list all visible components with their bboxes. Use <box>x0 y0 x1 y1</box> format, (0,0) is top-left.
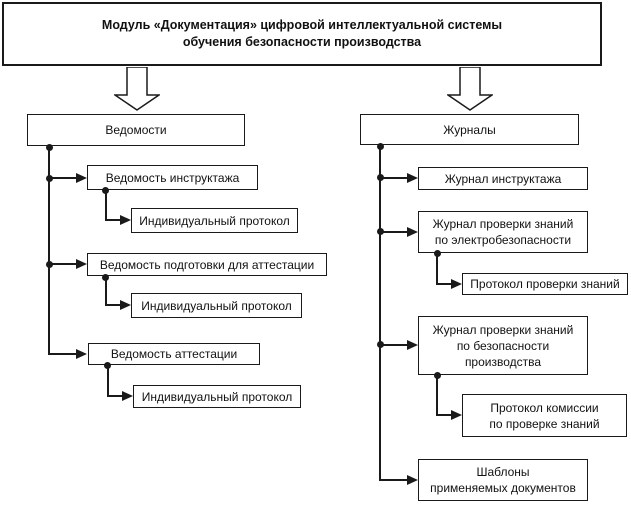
connector-line <box>105 276 107 306</box>
connector-line <box>379 344 407 346</box>
node-zhurnal-proverki-bezopasnosti: Журнал проверки знаний по безопасности п… <box>418 316 588 375</box>
arrowhead-icon <box>407 340 418 350</box>
node-vedomost-instruktazha: Ведомость инструктажа <box>87 165 258 190</box>
connector-line <box>436 253 438 284</box>
connector-line <box>436 283 451 285</box>
node-vedomost-attestacii: Ведомость аттестации <box>88 343 260 365</box>
arrowhead-icon <box>407 227 418 237</box>
down-block-arrow-icon <box>447 67 493 111</box>
node-zhurnaly: Журналы <box>360 114 579 145</box>
node-individualny-protokol-1: Индивидуальный протокол <box>131 208 298 233</box>
connector-line <box>105 190 107 221</box>
arrowhead-icon <box>76 349 87 359</box>
arrowhead-icon <box>451 410 462 420</box>
junction-dot <box>434 250 441 257</box>
node-vedomosti: Ведомости <box>27 114 245 146</box>
junction-dot <box>102 187 109 194</box>
junction-dot <box>46 175 53 182</box>
arrowhead-icon <box>120 215 131 225</box>
connector-line <box>436 414 451 416</box>
connector-line <box>107 395 122 397</box>
node-individualny-protokol-3: Индивидуальный протокол <box>133 385 301 408</box>
down-block-arrow-icon <box>114 67 160 111</box>
arrowhead-icon <box>120 300 131 310</box>
connector-line <box>105 304 121 306</box>
connector-line <box>379 479 407 481</box>
connector-line <box>379 145 381 481</box>
junction-dot <box>434 372 441 379</box>
connector-line <box>379 177 407 179</box>
connector-line <box>107 365 109 396</box>
connector-line <box>48 353 77 355</box>
arrowhead-icon <box>76 173 87 183</box>
connector-line <box>48 263 77 265</box>
junction-dot <box>104 362 111 369</box>
arrowhead-icon <box>76 259 87 269</box>
junction-dot <box>46 144 53 151</box>
arrowhead-icon <box>407 475 418 485</box>
node-vedomost-podgotovki: Ведомость подготовки для аттестации <box>87 253 327 276</box>
junction-dot <box>46 261 53 268</box>
arrowhead-icon <box>451 279 462 289</box>
arrowhead-icon <box>122 391 133 401</box>
connector-line <box>436 375 438 416</box>
junction-dot <box>102 274 109 281</box>
title-box: Модуль «Документация» цифровой интеллект… <box>2 2 602 66</box>
junction-dot <box>377 174 384 181</box>
arrowhead-icon <box>407 173 418 183</box>
node-zhurnal-instruktazha: Журнал инструктажа <box>418 167 588 190</box>
connector-line <box>48 177 77 179</box>
connector-line <box>379 231 407 233</box>
junction-dot <box>377 228 384 235</box>
connector-line <box>48 146 50 355</box>
node-shablony: Шаблоны применяемых документов <box>418 459 588 501</box>
connector-line <box>105 219 121 221</box>
junction-dot <box>377 143 384 150</box>
node-protokol-komissii: Протокол комиссии по проверке знаний <box>462 394 627 437</box>
node-individualny-protokol-2: Индивидуальный протокол <box>131 293 302 318</box>
node-zhurnal-proverki-elektro: Журнал проверки знаний по электробезопас… <box>418 211 588 253</box>
junction-dot <box>377 341 384 348</box>
node-protokol-proverki-znaniy: Протокол проверки знаний <box>462 273 628 295</box>
